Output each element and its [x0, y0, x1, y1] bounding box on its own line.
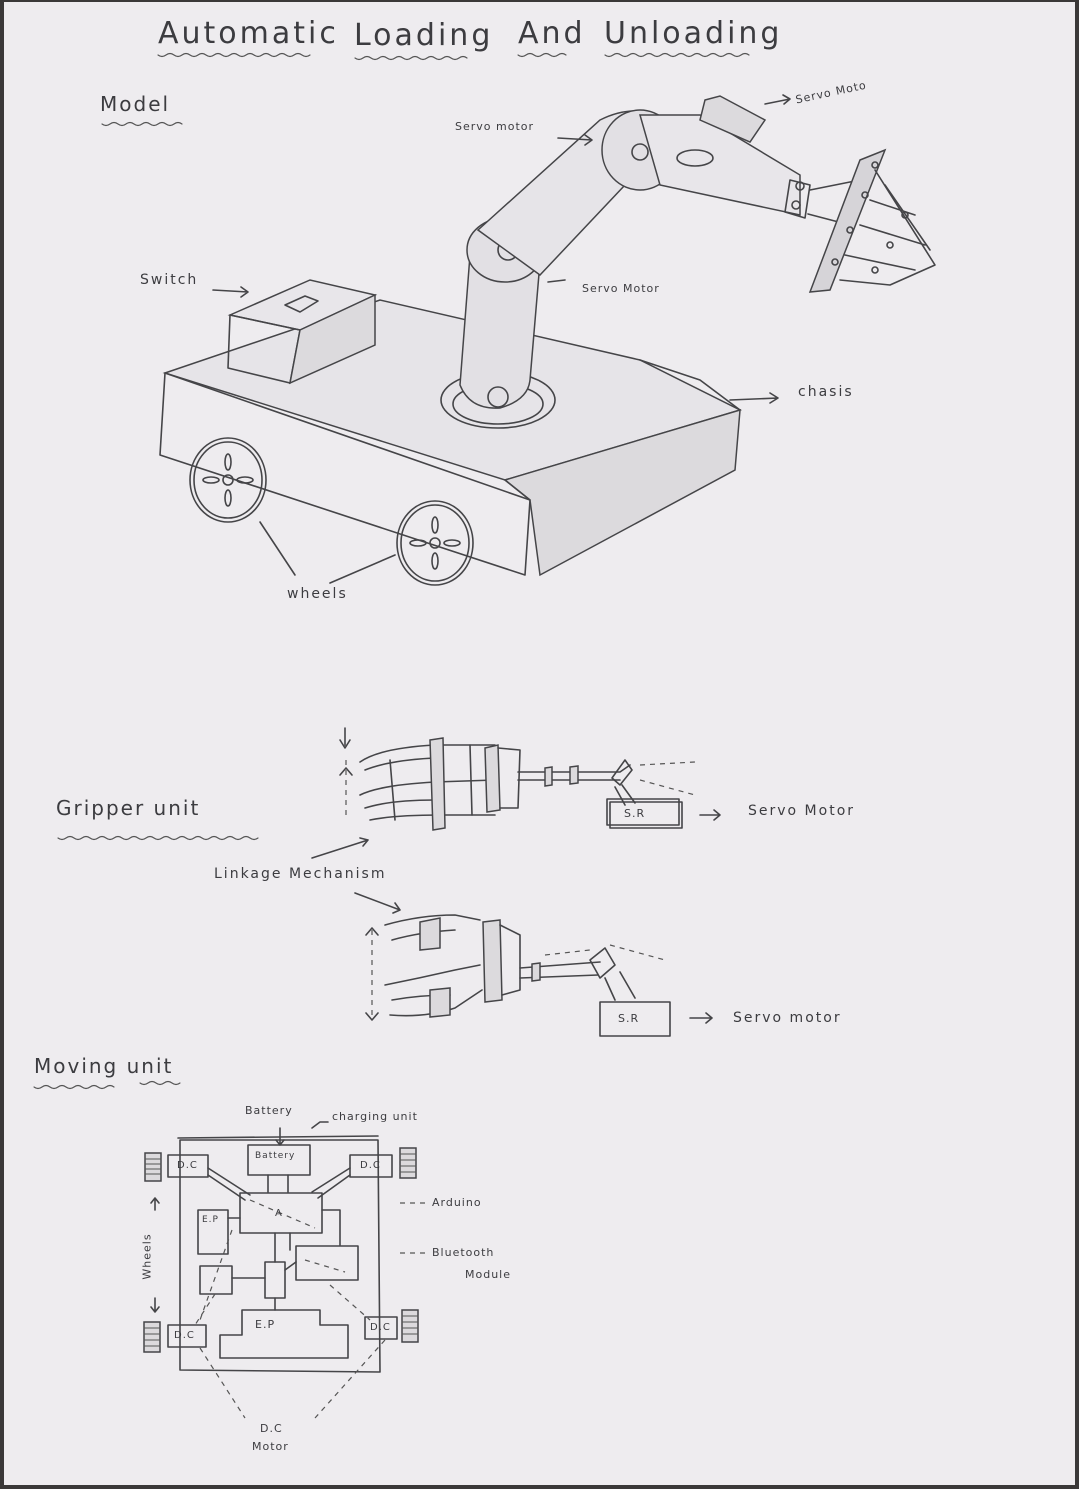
- switch-box-drawing: [227, 279, 378, 385]
- label-switch: Switch: [140, 272, 199, 288]
- label-bluetooth-line-1: Bluetooth: [432, 1246, 495, 1259]
- title-word-3: And: [518, 16, 586, 51]
- title-word-2: Loading: [354, 18, 494, 53]
- label-servo-elbow: Servo motor: [455, 120, 535, 133]
- label-sr-bottom: S.R: [618, 1012, 640, 1025]
- robot-arm-drawing: [459, 95, 936, 409]
- label-dc-top-left: D.C: [177, 1160, 198, 1171]
- section-moving: Moving unit: [34, 1054, 174, 1078]
- label-sr-top: S.R: [624, 807, 646, 820]
- title-underline: [157, 52, 311, 58]
- label-servo-base: Servo Motor: [582, 282, 660, 295]
- label-arduino: Arduino: [432, 1196, 482, 1209]
- label-bluetooth-line-2: Module: [465, 1268, 511, 1281]
- label-battery-box: Battery: [255, 1151, 296, 1161]
- label-dc-motor-line-2: Motor: [252, 1440, 289, 1453]
- title-word-4: Unloading: [604, 16, 783, 51]
- moving-unit-drawing: [143, 1121, 425, 1419]
- label-charging-unit: charging unit: [332, 1110, 418, 1123]
- label-chassis: chasis: [798, 384, 854, 400]
- section-gripper: Gripper unit: [56, 796, 201, 820]
- label-wheels-vertical: Wheels: [140, 1233, 154, 1280]
- label-dc-bottom-left: D.C: [174, 1330, 195, 1341]
- label-ep-left: E.P: [202, 1215, 219, 1225]
- label-dc-top-right: D.C: [360, 1160, 381, 1171]
- wheel-left-drawing: [189, 437, 267, 523]
- gripper-bottom-drawing: [365, 914, 713, 1037]
- gripper-top-drawing: [339, 727, 721, 831]
- label-servo-motor-top: Servo Motor: [748, 803, 856, 819]
- label-wheels: wheels: [287, 586, 348, 602]
- label-dc-bottom-right: D.C: [370, 1322, 391, 1333]
- label-dc-motor-line-1: D.C: [260, 1422, 283, 1435]
- label-arduino-box: A: [275, 1208, 283, 1219]
- section-model: Model: [100, 92, 171, 116]
- wheel-right-drawing: [396, 500, 474, 586]
- chassis-drawing: [159, 299, 743, 577]
- label-linkage-mechanism: Linkage Mechanism: [214, 866, 387, 882]
- label-ep-bottom: E.P: [255, 1318, 276, 1331]
- title-word-1: Automatic: [158, 16, 339, 51]
- label-battery-top: Battery: [245, 1104, 293, 1117]
- label-servo-motor-bottom: Servo motor: [733, 1010, 842, 1026]
